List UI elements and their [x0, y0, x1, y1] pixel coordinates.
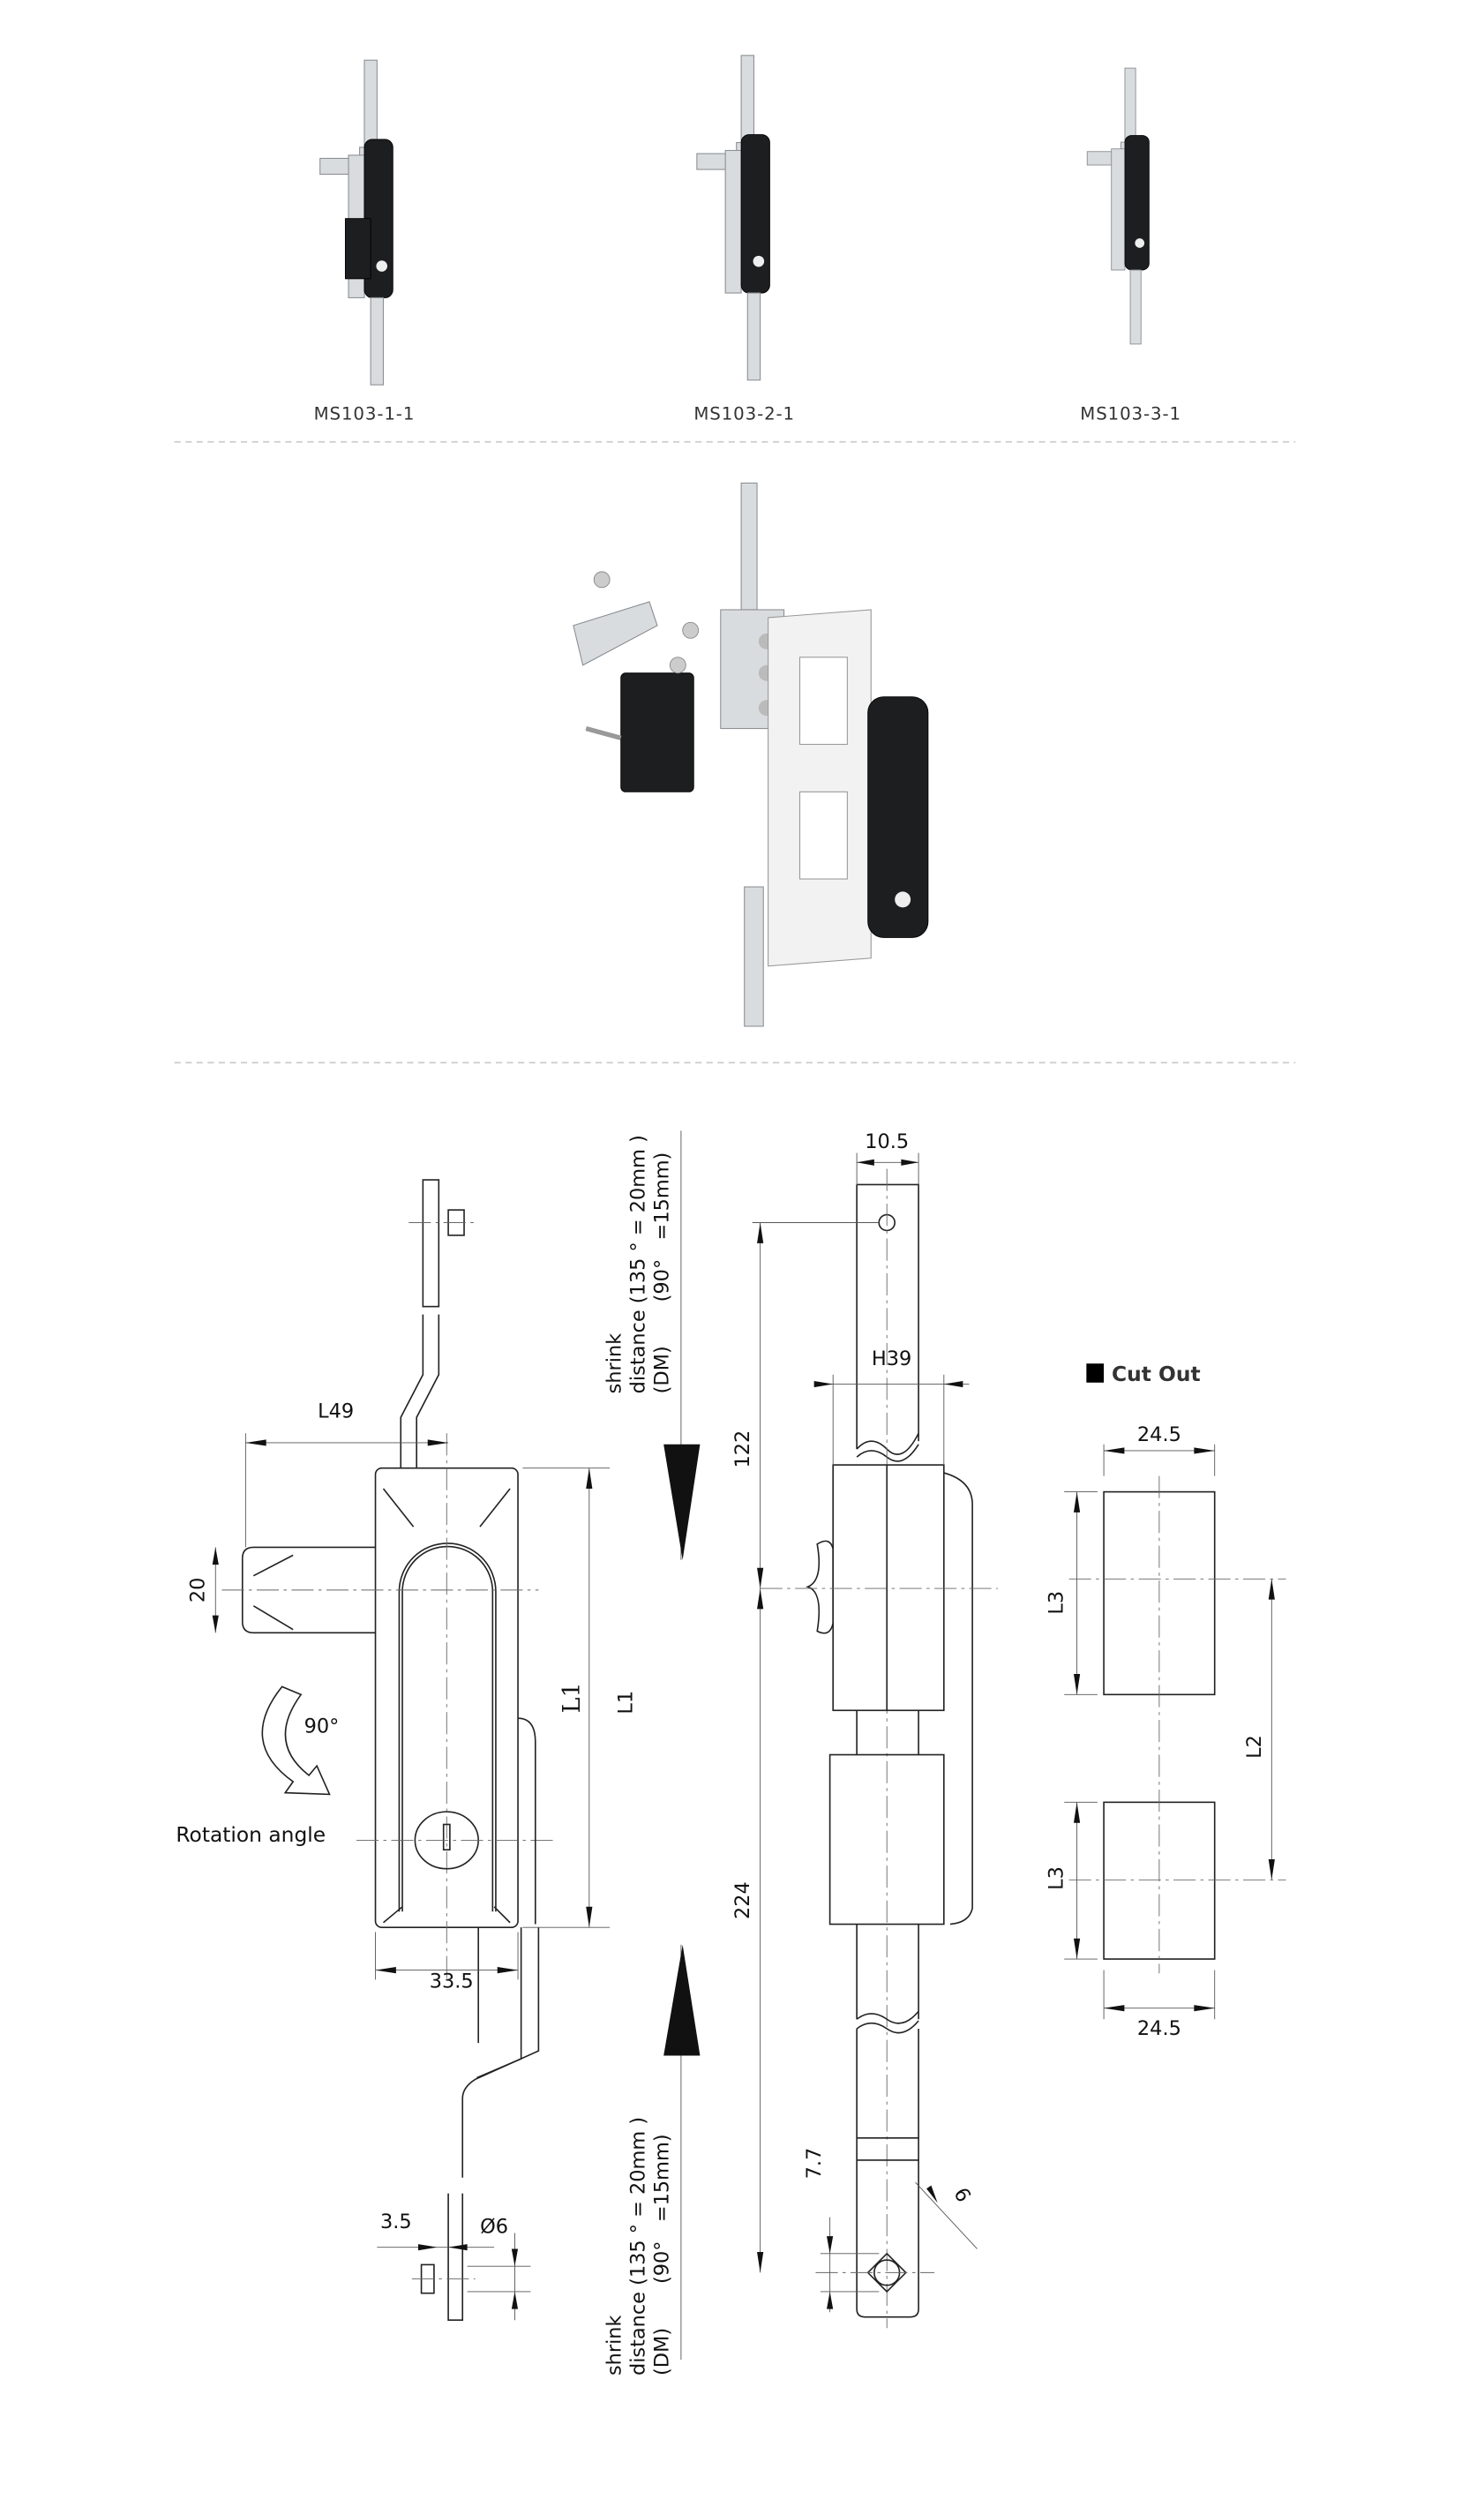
dim-224: 224 — [731, 1881, 754, 1919]
cutout-width-bottom: 24.5 — [1137, 2017, 1181, 2040]
shrink-text: (DM) (90° =15mm) — [651, 1152, 674, 1394]
product-label: MS103-2-1 — [693, 404, 795, 424]
shrink-text: shrink — [603, 1333, 626, 1394]
dim-l1: L1 — [614, 1691, 637, 1715]
dim-l3-bottom: L3 — [1045, 1866, 1068, 1890]
shrink-text: distance (135 ° = 20mm ) — [627, 2117, 650, 2376]
product-label: MS103-3-1 — [1080, 404, 1181, 424]
dim-10-5: 10.5 — [865, 1130, 909, 1153]
shrink-label-bottom: shrink distance (135 ° = 20mm ) (DM) (90… — [603, 2117, 674, 2376]
shrink-arrow-down — [663, 1130, 701, 1560]
exploded-view-image — [573, 482, 929, 1027]
product-ms103-3-1[interactable]: MS103-3-1 — [1080, 67, 1181, 424]
cutout-drawing — [1064, 1444, 1286, 2020]
rotation-angle-label: Rotation angle — [176, 1822, 326, 1847]
cutout-title: Cut Out — [1112, 1362, 1201, 1386]
dim-l1-serif: L1 — [558, 1682, 586, 1713]
dim-3-5: 3.5 — [380, 2211, 412, 2233]
shrink-label-top: shrink distance (135 ° = 20mm ) (DM) (90… — [603, 1135, 674, 1393]
cutout-width-top: 24.5 — [1137, 1423, 1181, 1446]
shrink-text: (DM) (90° =15mm) — [651, 2134, 674, 2376]
dim-l2: L2 — [1243, 1735, 1266, 1759]
dim-h39: H39 — [872, 1347, 911, 1370]
product-label: MS103-1-1 — [314, 404, 416, 424]
dim-7-7: 7.7 — [803, 2148, 826, 2180]
dim-l49: L49 — [318, 1400, 354, 1422]
dim-diameter-6: Ø6 — [480, 2216, 508, 2239]
shrink-text: shrink — [603, 2315, 626, 2376]
rotation-angle-value: 90° — [304, 1715, 340, 1738]
lever-block — [344, 218, 371, 280]
shrink-text: distance (135 ° = 20mm ) — [627, 1135, 650, 1393]
dim-122: 122 — [731, 1430, 754, 1468]
dim-6: 6 — [948, 2184, 975, 2206]
front-view-drawing — [212, 1179, 611, 2322]
shrink-arrow-up — [663, 1944, 701, 2361]
product-ms103-2-1[interactable]: MS103-2-1 — [693, 54, 795, 424]
cutout-legend-square — [1086, 1363, 1105, 1383]
dim-20: 20 — [187, 1578, 210, 1603]
dim-33-5: 33.5 — [430, 1970, 474, 1993]
dim-l3-top: L3 — [1045, 1591, 1068, 1615]
side-view-drawing — [752, 1152, 998, 2329]
product-ms103-1-1[interactable]: MS103-1-1 — [314, 59, 416, 424]
